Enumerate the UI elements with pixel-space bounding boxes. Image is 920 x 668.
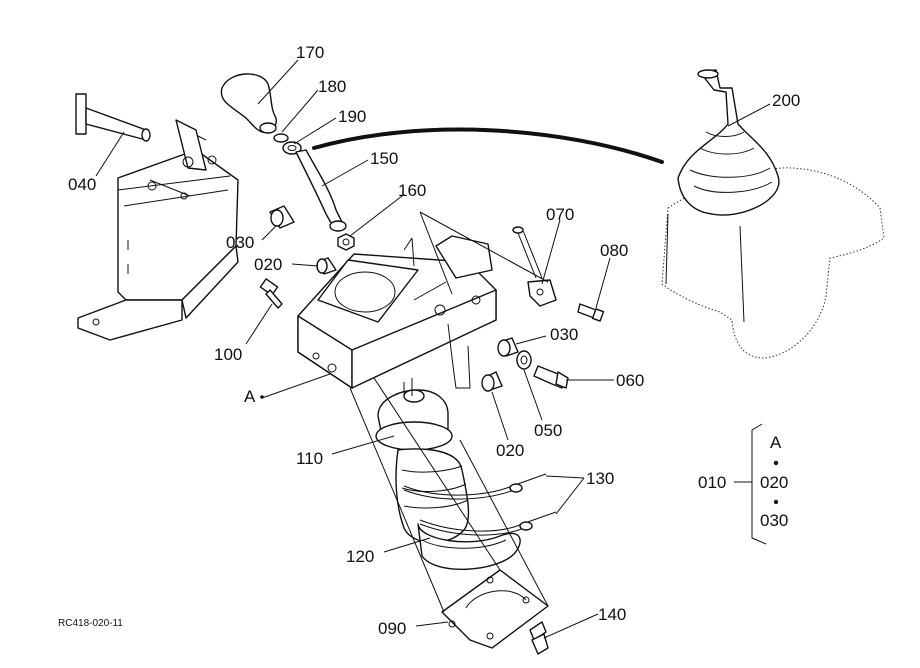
callout-130: 130 bbox=[586, 469, 614, 488]
shift-knob-170 bbox=[220, 73, 277, 134]
boot-110 bbox=[375, 378, 453, 451]
leader-lines bbox=[95, 59, 771, 639]
detail-arrow bbox=[312, 127, 664, 164]
kit-bullet bbox=[773, 460, 779, 466]
callout-040: 040 bbox=[68, 175, 96, 194]
callout-100: 100 bbox=[214, 345, 242, 364]
callout-a-dot bbox=[260, 395, 264, 399]
callout-050: 050 bbox=[534, 421, 562, 440]
bushing-030-right bbox=[497, 337, 519, 357]
callout-110: 110 bbox=[296, 449, 323, 468]
boot-120 bbox=[395, 448, 521, 571]
nut-190 bbox=[282, 141, 302, 155]
callout-020-right: 020 bbox=[496, 441, 524, 460]
callout-180: 180 bbox=[318, 77, 346, 96]
callout-190: 190 bbox=[338, 107, 366, 126]
callout-150: 150 bbox=[370, 149, 398, 168]
ring-180 bbox=[273, 133, 289, 143]
bushing-020-right bbox=[481, 371, 503, 392]
nut-160 bbox=[337, 233, 355, 251]
shift-housing-a bbox=[297, 235, 497, 389]
callout-120: 120 bbox=[346, 547, 374, 566]
bushing-030-left bbox=[269, 205, 295, 229]
shift-lever-150 bbox=[295, 149, 347, 232]
callout-090: 090 bbox=[378, 619, 406, 638]
pin-040 bbox=[75, 93, 151, 142]
bolt-100 bbox=[259, 278, 283, 309]
assembly-guide-lines bbox=[349, 211, 549, 613]
washer-050 bbox=[516, 350, 532, 370]
mounting-bracket bbox=[77, 119, 239, 341]
bolt-080 bbox=[577, 303, 605, 322]
bushing-020-left bbox=[316, 257, 337, 275]
callout-080: 080 bbox=[600, 241, 628, 260]
base-plate-090 bbox=[441, 569, 549, 649]
kit-item-a: A bbox=[770, 433, 782, 452]
figure-code: RC418-020-11 bbox=[58, 618, 123, 629]
callout-160: 160 bbox=[398, 181, 426, 200]
kit-item-030: 030 bbox=[760, 511, 788, 530]
callout-200: 200 bbox=[772, 91, 800, 110]
callout-030-right: 030 bbox=[550, 325, 578, 344]
callout-020-left: 020 bbox=[254, 255, 282, 274]
cab-view-200 bbox=[661, 69, 885, 359]
callout-140: 140 bbox=[598, 605, 626, 624]
callout-030-left: 030 bbox=[226, 233, 254, 252]
kit-item-020: 020 bbox=[760, 473, 788, 492]
callout-a: A bbox=[244, 387, 256, 406]
kit-number: 010 bbox=[698, 473, 726, 492]
bolt-140 bbox=[529, 621, 549, 655]
kit-bullet bbox=[773, 499, 779, 505]
bolt-060 bbox=[533, 365, 569, 389]
callout-070: 070 bbox=[546, 205, 574, 224]
kit-legend: 010 A 020 030 bbox=[698, 423, 788, 545]
linkage-070 bbox=[512, 226, 557, 307]
callout-170: 170 bbox=[296, 43, 324, 62]
callout-060: 060 bbox=[616, 371, 644, 390]
